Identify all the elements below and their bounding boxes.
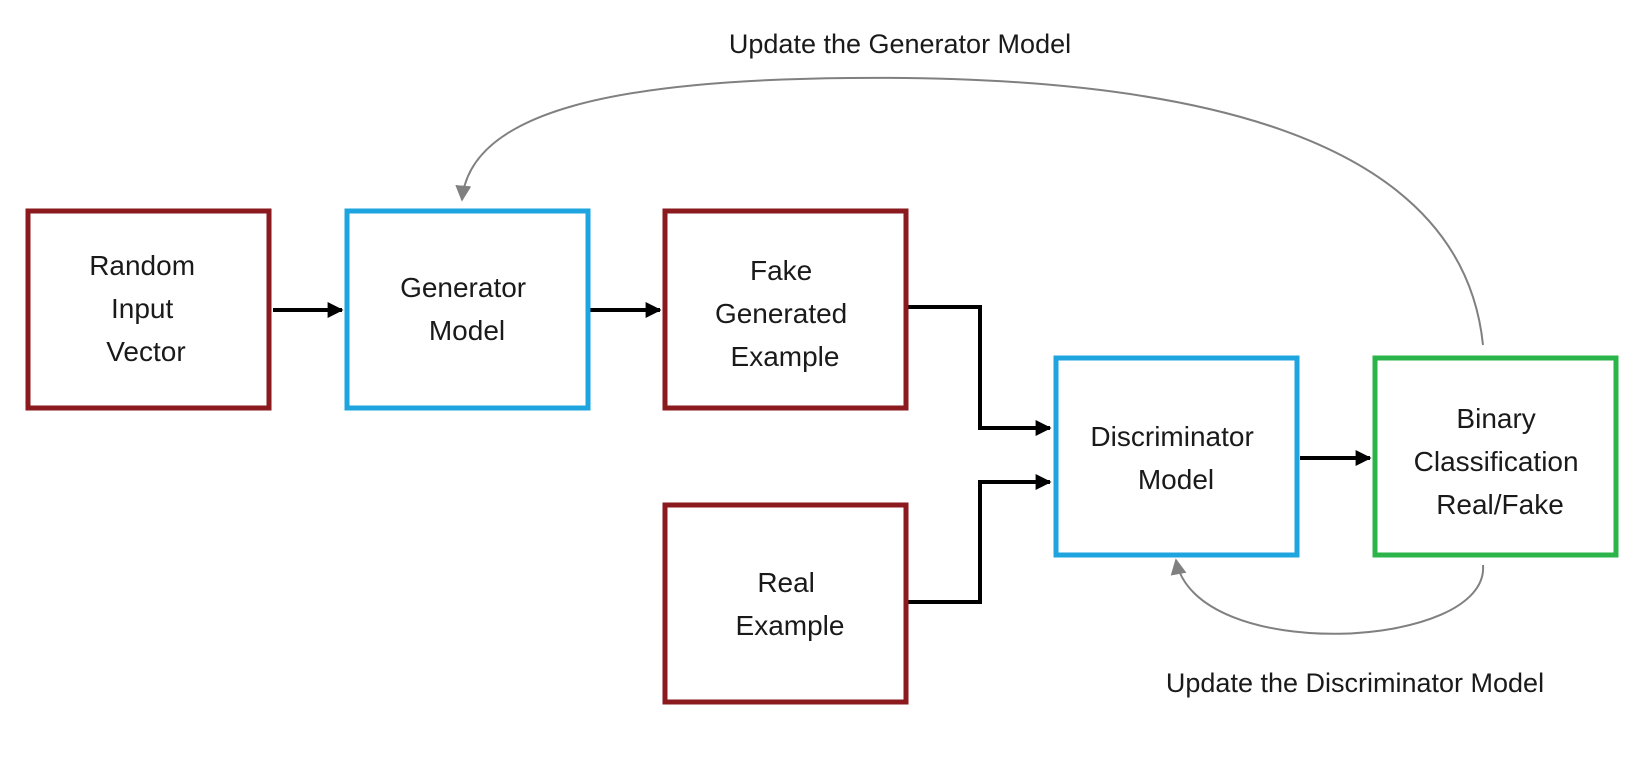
random-input-box	[25, 208, 272, 411]
discriminator-box	[1053, 355, 1300, 558]
update-generator-caption: Update the Generator Model	[729, 29, 1071, 59]
arrow-real-to-discriminator	[908, 474, 1052, 604]
binary-classification-label: Binary Classification Real/Fake	[1414, 403, 1587, 520]
real-example-box	[662, 502, 909, 705]
discriminator-label: Discriminator Model	[1090, 421, 1261, 495]
fake-example-label: Fake Generated Example	[715, 255, 855, 372]
generator-box	[344, 208, 591, 411]
random-input-label: Random Input Vector	[89, 250, 203, 367]
real-example-label: Real Example	[736, 567, 845, 641]
fake-example-box	[662, 208, 909, 411]
update-generator-curve	[455, 76, 1484, 346]
arrow-fake-to-discriminator	[908, 305, 1052, 436]
update-discriminator-caption: Update the Discriminator Model	[1166, 668, 1544, 698]
update-discriminator-curve	[1170, 558, 1485, 635]
binary-classification-box	[1372, 355, 1619, 558]
generator-label: Generator Model	[400, 272, 534, 346]
